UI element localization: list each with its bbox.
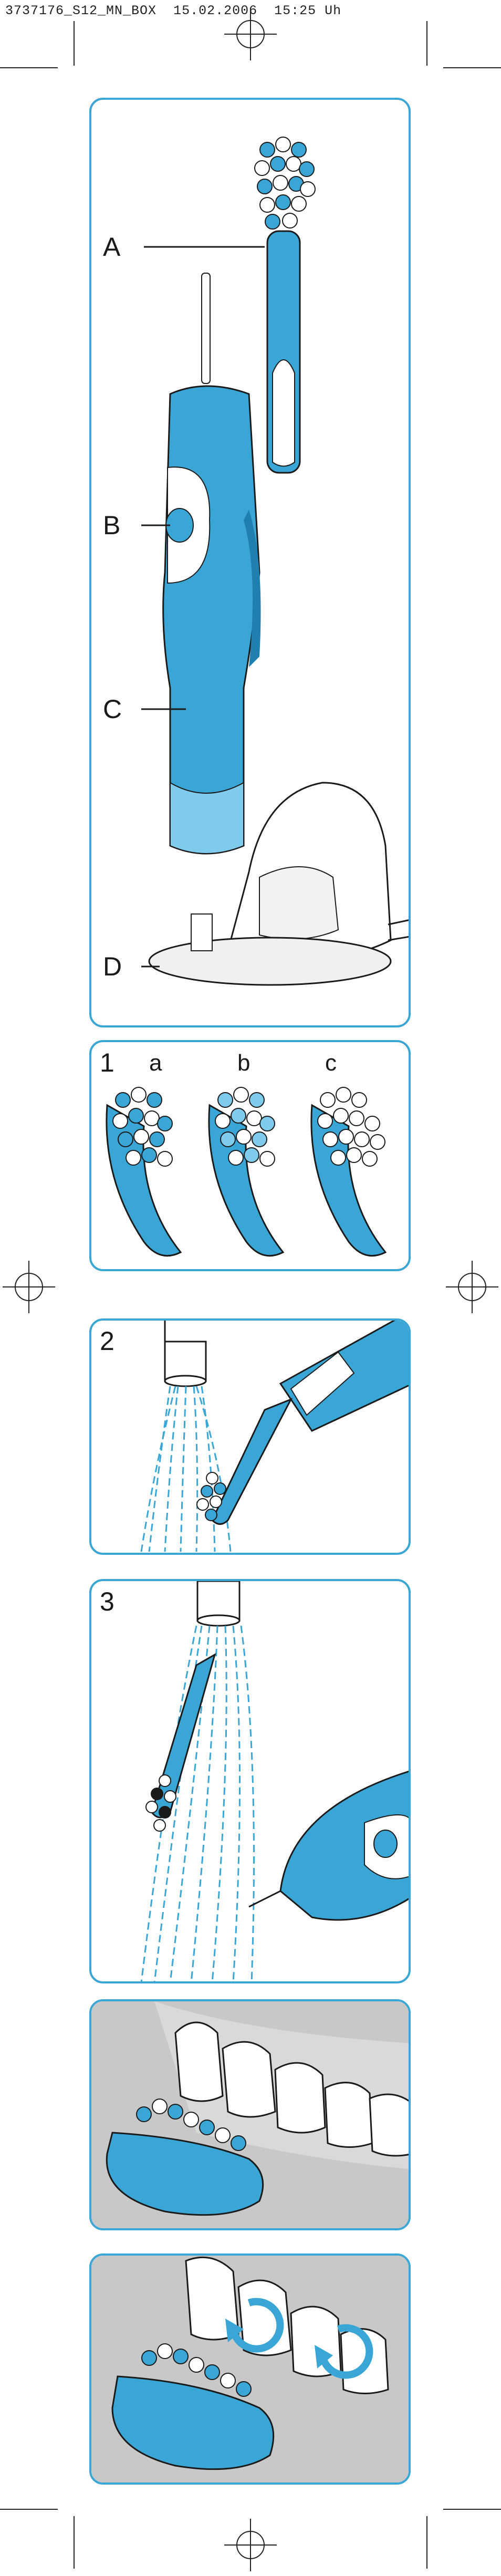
toothbrush-overview-illustration: [141, 137, 409, 986]
step-number-3: 3: [100, 1587, 114, 1616]
rinse-handle-illustration: [140, 1581, 409, 1981]
step-number-1: 1: [100, 1048, 114, 1077]
registration-mark-bottom: [224, 2519, 277, 2571]
brush-head-new: [106, 1087, 182, 1257]
step3-panel: 3: [89, 1579, 411, 1983]
print-date: 15.02.2006: [173, 3, 258, 18]
registration-mark-top: [224, 8, 277, 60]
rotation-arrow-icon-2: [315, 2324, 373, 2379]
label-d: D: [103, 952, 122, 981]
label-b: B: [103, 511, 121, 540]
sublabel-c: c: [325, 1050, 337, 1076]
crop-mark-bottom-left-v: [74, 2516, 75, 2569]
crop-mark-top-right-h: [443, 67, 501, 68]
brushing-panel-2: [89, 2253, 411, 2485]
job-code: 3737176_S12_MN_BOX: [5, 3, 157, 18]
brushing-motion-illustration: [91, 2256, 409, 2482]
crop-mark-top-left-v: [74, 21, 75, 66]
print-time: 15:25 Uh: [274, 3, 342, 18]
registration-mark-left: [3, 1261, 55, 1313]
crop-mark-bottom-right-v: [426, 2516, 427, 2569]
crop-mark-bottom-left-h: [0, 2509, 58, 2510]
brush-head-attachment: [254, 137, 316, 474]
rotation-arrow-icon: [225, 2298, 284, 2353]
brushing-panel-1: [89, 1999, 411, 2230]
brushing-position-illustration: [91, 2001, 409, 2228]
rinse-brush-illustration: [140, 1321, 409, 1552]
toothbrush-handle: [162, 385, 261, 855]
label-a: A: [103, 232, 121, 262]
step-number-2: 2: [100, 1326, 114, 1356]
step1-panel: 1 a b c: [89, 1040, 411, 1271]
charger-base: [148, 782, 409, 986]
sublabel-b: b: [237, 1050, 250, 1076]
crop-mark-top-left-h: [0, 67, 58, 68]
brush-head-half-worn: [208, 1087, 285, 1257]
step2-panel: 2: [89, 1318, 411, 1555]
crop-mark-bottom-right-h: [443, 2509, 501, 2510]
crop-mark-top-right-v: [426, 21, 427, 66]
brush-wear-indicator-illustration: [106, 1087, 387, 1257]
sublabel-a: a: [149, 1050, 162, 1076]
overview-panel: A B C D: [89, 98, 411, 1027]
label-c: C: [103, 694, 122, 724]
brush-head-worn: [310, 1087, 387, 1257]
print-slug: 3737176_S12_MN_BOX 15.02.2006 15:25 Uh: [5, 3, 341, 18]
registration-mark-right: [446, 1261, 498, 1313]
